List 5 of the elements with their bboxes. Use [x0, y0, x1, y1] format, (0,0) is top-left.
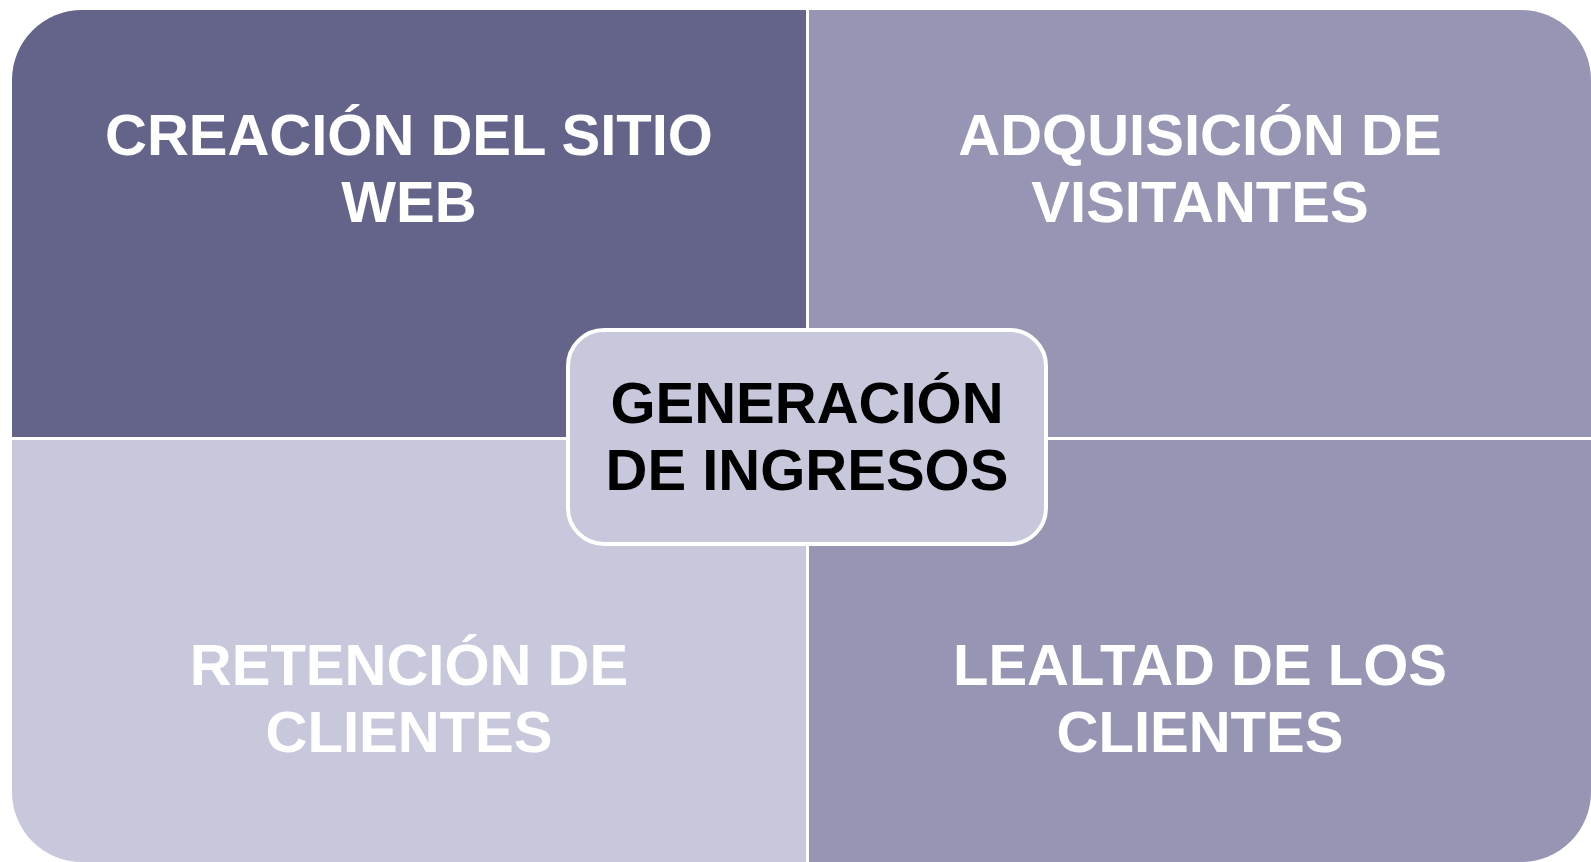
quadrant-title: LEALTAD DE LOS CLIENTES: [951, 632, 1449, 766]
quadrant-title: ADQUISICIÓN DE VISITANTES: [957, 102, 1443, 236]
quadrant-title: CREACIÓN DEL SITIO WEB: [104, 102, 714, 236]
center-title: GENERACIÓN DE INGRESOS: [604, 370, 1010, 504]
center-box: [566, 328, 1048, 546]
